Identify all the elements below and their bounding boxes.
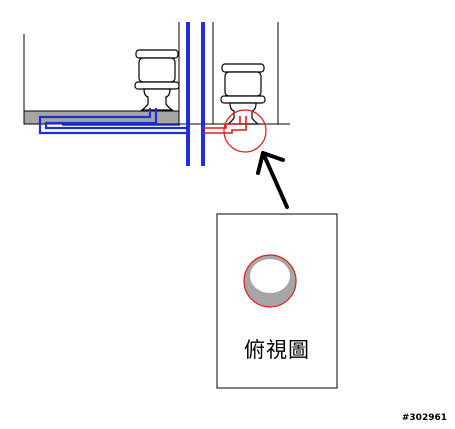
toilet-right-base bbox=[226, 102, 260, 125]
toilet-left bbox=[134, 49, 180, 111]
toilet-right-seat bbox=[220, 95, 266, 104]
red-pipe-lower bbox=[203, 116, 247, 134]
toilet-right bbox=[220, 63, 266, 125]
top-view-hole bbox=[243, 254, 297, 308]
toilet-left-tank-lid bbox=[135, 49, 179, 59]
highlight-circle bbox=[223, 109, 267, 153]
arrow-shaft bbox=[261, 151, 289, 209]
toilet-right-tank bbox=[224, 71, 262, 97]
top-view-caption: 俯視圖 bbox=[244, 338, 310, 362]
room-outline bbox=[23, 22, 279, 124]
pointer-arrow bbox=[256, 151, 289, 209]
toilet-left-seat bbox=[134, 81, 180, 90]
blue-pipe-inner bbox=[44, 108, 188, 130]
reference-id: #302961 bbox=[401, 413, 447, 423]
blue-drain-pipe bbox=[38, 108, 188, 135]
toilet-left-tank bbox=[138, 57, 176, 83]
blue-pipe-outer bbox=[38, 108, 188, 135]
red-pipe-upper bbox=[203, 116, 241, 129]
red-drain-pipe bbox=[203, 116, 247, 134]
arrow-head bbox=[256, 151, 285, 175]
toilet-left-base bbox=[140, 88, 174, 111]
vertical-stack bbox=[186, 22, 205, 166]
top-view-hole-opening bbox=[250, 259, 290, 293]
toilet-right-tank-lid bbox=[221, 63, 265, 73]
